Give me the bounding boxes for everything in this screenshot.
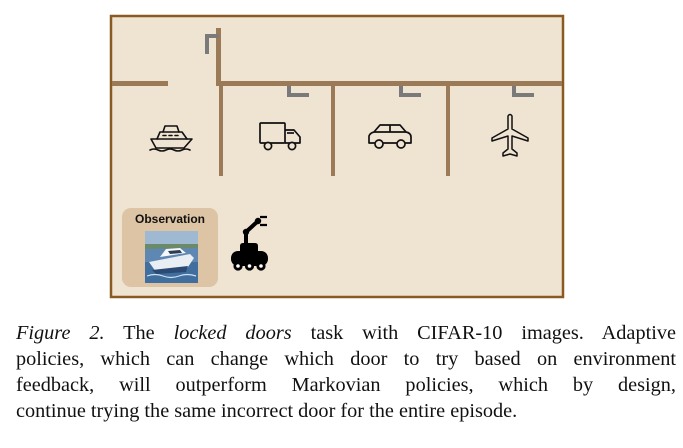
caption-line-2: policies, which can change which door to…	[16, 348, 676, 370]
caption-figure-label: Figure 2.	[16, 322, 105, 344]
car-icon	[368, 124, 412, 149]
corridor-walls	[112, 81, 562, 86]
caption-line-4: continue trying the same incorrect door …	[16, 400, 518, 422]
observation-label: Observation	[135, 212, 205, 226]
room-dividers	[216, 28, 450, 176]
caption-text-2: task with CIFAR-10 images. Adaptive	[291, 322, 676, 344]
ship-icon	[149, 125, 193, 152]
door-locks	[205, 34, 534, 97]
door-lock-3	[512, 86, 534, 97]
observation-panel: Observation	[122, 208, 218, 287]
robot-icon	[231, 215, 268, 271]
caption-text-1: The	[104, 322, 174, 344]
door-lock-2	[399, 86, 421, 97]
airplane-icon	[491, 113, 529, 157]
figure-diagram: Observation	[109, 14, 565, 299]
top-lock-bracket	[205, 34, 219, 54]
truck-icon	[259, 122, 301, 151]
caption-line-3: feedback, will outperform Markovian poli…	[16, 374, 676, 396]
figure-caption: Figure 2. The locked doors task with CIF…	[16, 320, 676, 424]
door-lock-1	[287, 86, 309, 97]
boat-photo	[145, 231, 198, 283]
caption-emphasis: locked doors	[173, 322, 292, 344]
caption-line-1: Figure 2. The locked doors task with CIF…	[16, 320, 676, 346]
